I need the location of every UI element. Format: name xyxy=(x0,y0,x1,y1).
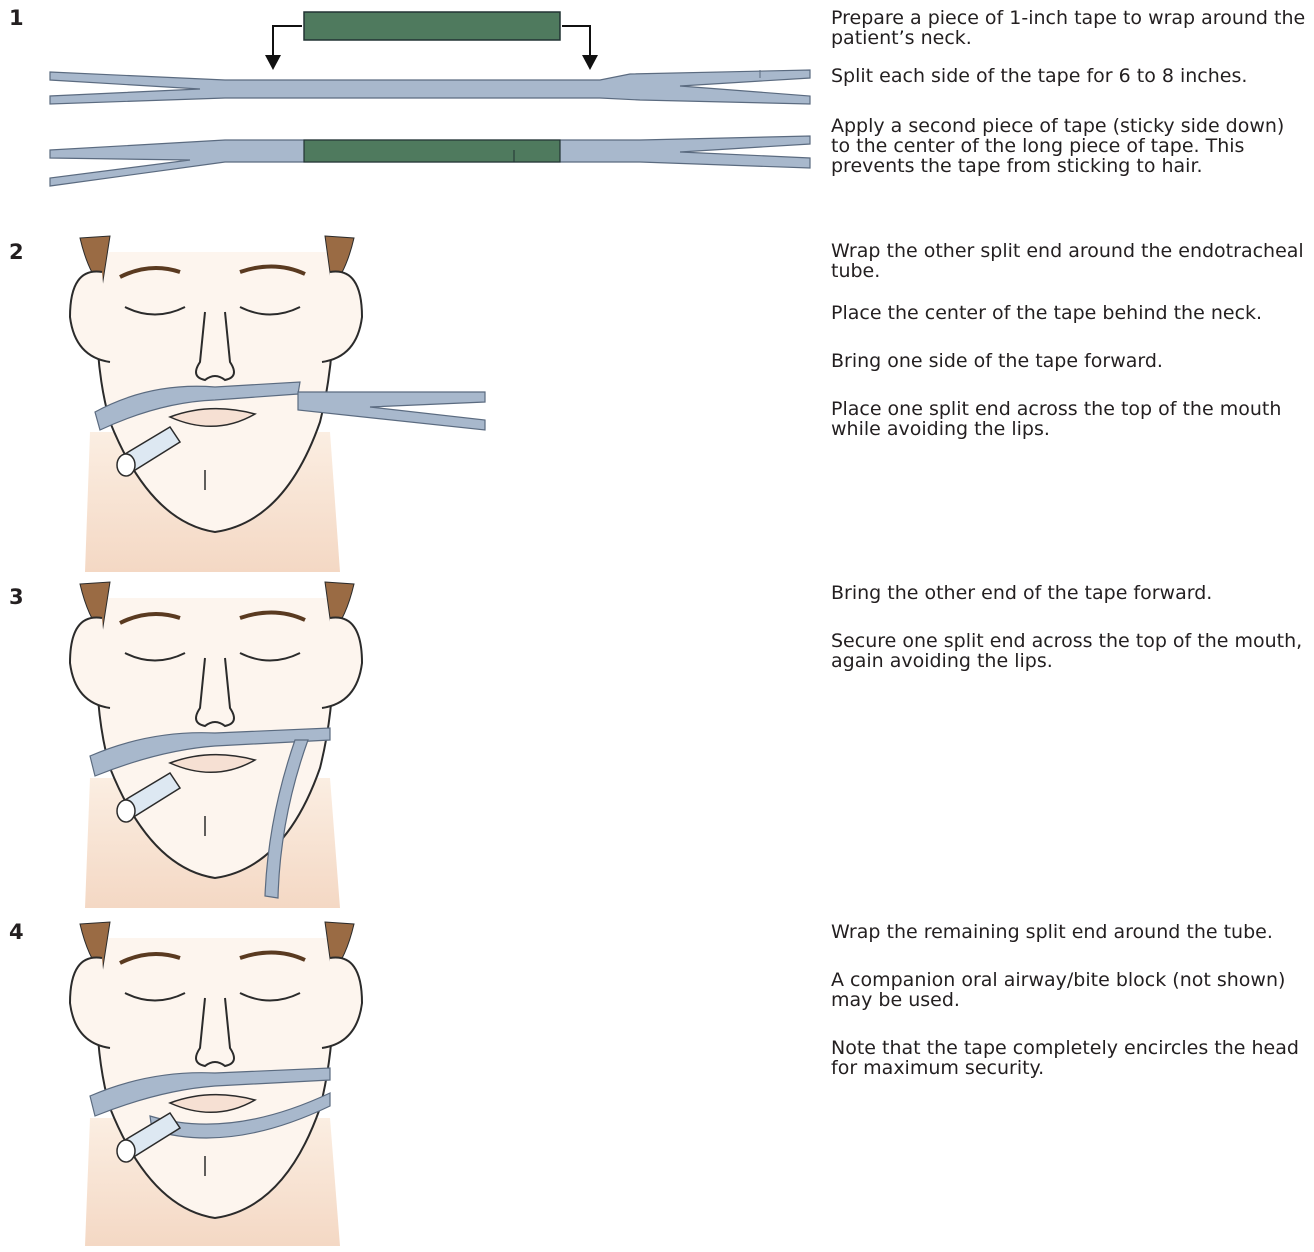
step-2-instruction-3: Bring one side of the tape forward. xyxy=(831,351,1163,371)
assembled-tape xyxy=(50,136,810,186)
step-1-instruction-1: Prepare a piece of 1-inch tape to wrap a… xyxy=(831,8,1309,48)
step-2-number: 2 xyxy=(9,240,24,264)
step-4-instruction-1: Wrap the remaining split end around the … xyxy=(831,922,1273,942)
step-3-number: 3 xyxy=(9,585,24,609)
step-4-face-illustration xyxy=(40,918,370,1246)
left-arrow-icon xyxy=(273,26,302,58)
tape-preparation-illustration xyxy=(40,0,820,200)
step-2-face-illustration xyxy=(40,232,495,572)
step-2-instruction-1: Wrap the other split end around the endo… xyxy=(831,241,1309,281)
step-2-instruction-2: Place the center of the tape behind the … xyxy=(831,303,1262,323)
step-2-instruction-4: Place one split end across the top of th… xyxy=(831,399,1309,439)
step-4-instruction-3: Note that the tape completely encircles … xyxy=(831,1038,1309,1078)
tape-side-extension xyxy=(298,392,485,430)
step-4-number: 4 xyxy=(9,920,24,944)
step-3-instruction-1: Bring the other end of the tape forward. xyxy=(831,583,1212,603)
center-tape-applied xyxy=(304,140,560,162)
step-3-instruction-2: Secure one split end across the top of t… xyxy=(831,631,1309,671)
step-1-number: 1 xyxy=(9,6,24,30)
center-tape-piece xyxy=(304,12,560,40)
step-1-instruction-2: Split each side of the tape for 6 to 8 i… xyxy=(831,66,1247,86)
split-tape xyxy=(50,70,810,104)
right-arrow-icon xyxy=(562,26,590,58)
step-1-instruction-3: Apply a second piece of tape (sticky sid… xyxy=(831,116,1309,176)
step-4-instruction-2: A companion oral airway/bite block (not … xyxy=(831,970,1309,1010)
step-3-face-illustration xyxy=(40,578,370,908)
